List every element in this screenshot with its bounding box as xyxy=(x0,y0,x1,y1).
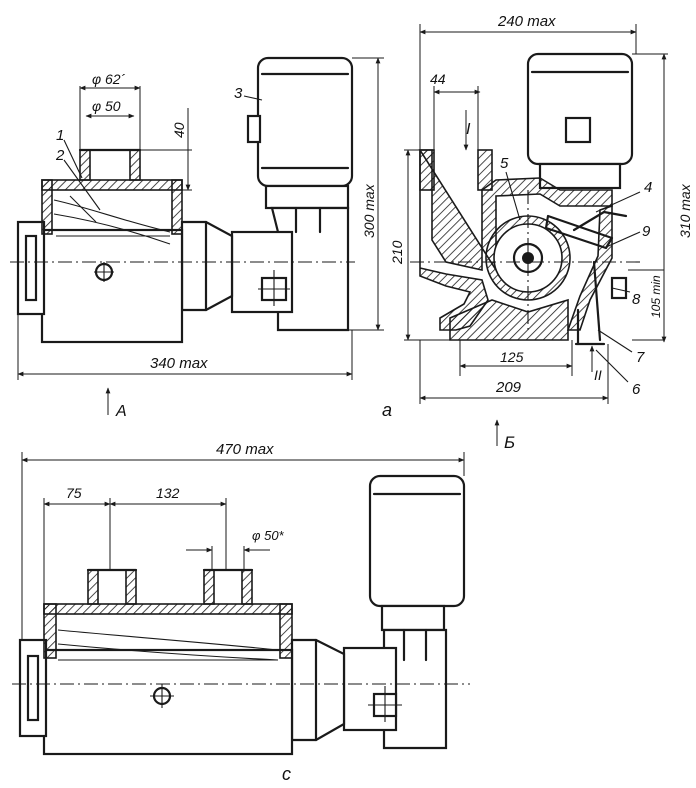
callout-9: 9 xyxy=(642,223,651,240)
callout-3: 3 xyxy=(234,85,243,102)
section-mark-bottom: II xyxy=(594,367,602,383)
dim-height-body: 210 xyxy=(389,240,405,265)
callout-1: 1 xyxy=(56,127,64,144)
caption-a: a xyxy=(382,400,392,420)
dim-spacing-2: 132 xyxy=(156,485,180,501)
dim-width-a: 340 max xyxy=(150,355,208,372)
section-mark-top: I xyxy=(466,121,471,138)
labels: φ 62´ φ 50 40 300 max 340 max 1 2 3 A a … xyxy=(55,13,693,784)
dim-d-inner: φ 50 xyxy=(92,98,121,114)
dim-d-outer: φ 62´ xyxy=(92,71,126,87)
dim-h-top: 40 xyxy=(171,122,187,138)
dim-height-min: 105 min xyxy=(649,275,663,318)
dim-base-outer: 209 xyxy=(495,379,522,396)
motor-a xyxy=(246,56,354,210)
view-arrow-b: Б xyxy=(504,433,515,452)
callout-8: 8 xyxy=(632,291,641,308)
dim-width-b: 240 max xyxy=(497,13,556,30)
view-arrow-a: A xyxy=(115,403,127,420)
callout-7: 7 xyxy=(636,349,645,366)
dim-height-a: 300 max xyxy=(361,183,377,238)
callout-4: 4 xyxy=(644,179,652,196)
dim-height-total: 310 max xyxy=(677,183,693,238)
view-c xyxy=(12,452,470,756)
callout-2: 2 xyxy=(55,147,65,164)
callout-6: 6 xyxy=(632,381,641,398)
dim-base-inner: 125 xyxy=(500,349,524,365)
dim-spacing-1: 75 xyxy=(66,485,82,501)
view-b xyxy=(404,24,668,446)
dim-inlet-offset: 44 xyxy=(430,71,446,87)
dim-width-c: 470 max xyxy=(216,441,274,458)
view-a xyxy=(10,56,384,415)
caption-c: c xyxy=(282,764,291,784)
dim-nozzle: φ 50* xyxy=(252,528,285,543)
callout-5: 5 xyxy=(500,155,509,172)
